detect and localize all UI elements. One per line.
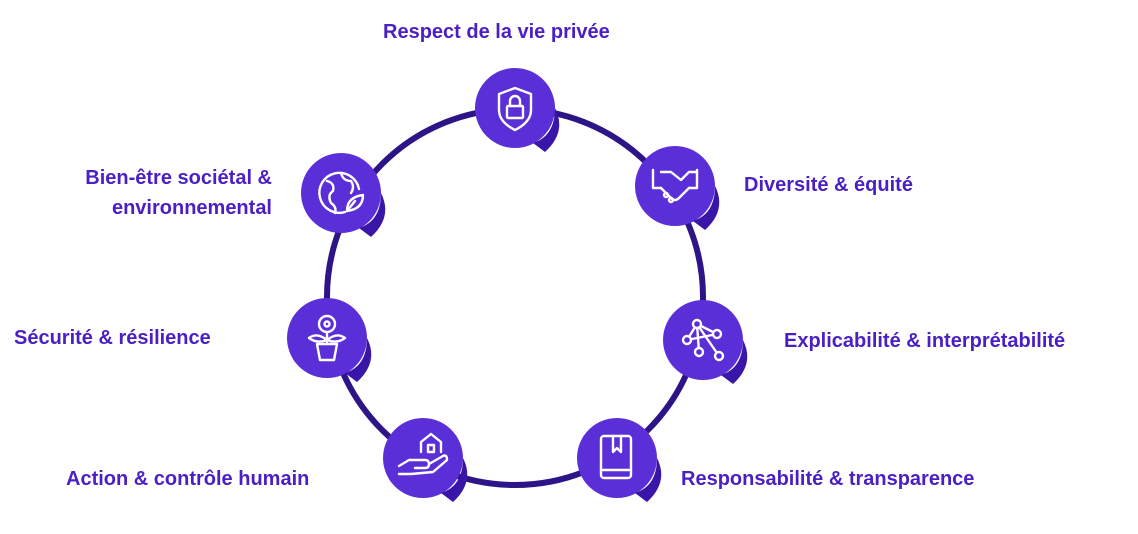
node-human-control — [383, 418, 468, 502]
node-diversity — [635, 146, 720, 230]
shield-lock-icon — [497, 86, 533, 132]
label-wellbeing: Bien-être sociétal & environnemental — [20, 163, 272, 223]
node-fold — [359, 193, 386, 237]
node-circle — [577, 418, 657, 498]
node-circle — [635, 146, 715, 226]
node-safety — [287, 298, 372, 382]
node-circle — [475, 68, 555, 148]
node-fold — [441, 458, 468, 502]
label-accountability: Responsabilité & transparence — [681, 468, 975, 490]
node-fold — [533, 108, 560, 152]
node-fold — [635, 458, 662, 502]
potted-flower-icon — [307, 314, 347, 362]
node-privacy — [475, 68, 560, 152]
node-fold — [345, 338, 372, 382]
label-human-control: Action & contrôle humain — [66, 468, 310, 490]
book-icon — [599, 434, 633, 480]
label-diversity: Diversité & équité — [744, 174, 913, 196]
node-accountability — [577, 418, 662, 502]
node-circle — [383, 418, 463, 498]
network-nodes-icon — [681, 318, 725, 362]
globe-leaf-icon — [318, 171, 365, 215]
handshake-icon — [651, 168, 699, 204]
node-fold — [693, 186, 720, 230]
label-wellbeing-line-1: Bien-être sociétal & — [85, 167, 272, 189]
hand-house-icon — [397, 432, 449, 476]
label-privacy: Respect de la vie privée — [383, 21, 610, 43]
label-wellbeing-line-2: environnemental — [111, 197, 272, 219]
node-circle — [663, 300, 743, 380]
label-explainability: Explicabilité & interprétabilité — [784, 330, 1066, 352]
node-explainability — [663, 300, 748, 384]
node-circle — [301, 153, 381, 233]
label-safety: Sécurité & résilience — [14, 327, 211, 349]
node-wellbeing — [301, 153, 386, 237]
node-fold — [721, 340, 748, 384]
